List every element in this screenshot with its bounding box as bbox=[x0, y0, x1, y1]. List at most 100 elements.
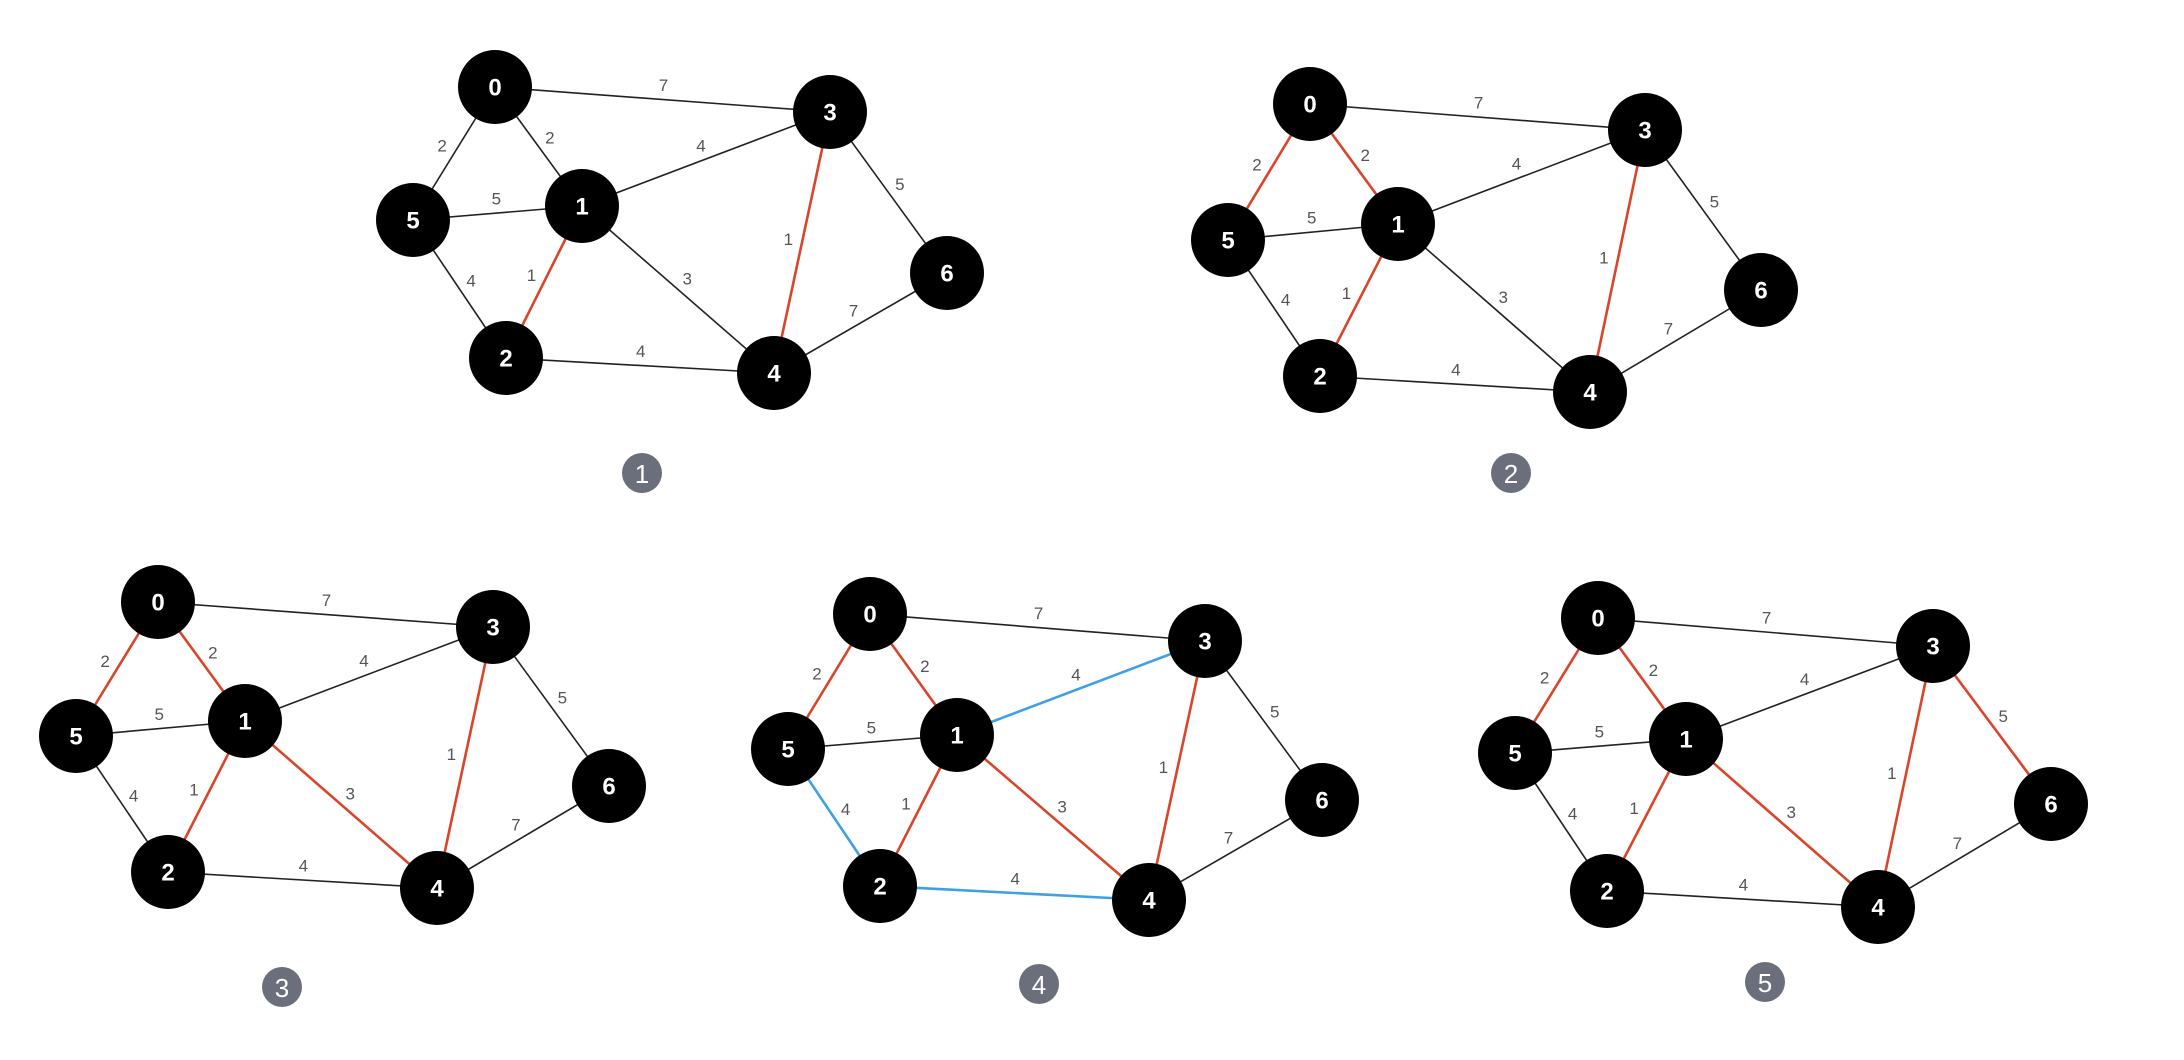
node-2: 2 bbox=[1570, 854, 1644, 928]
node-label-2: 2 bbox=[1600, 879, 1613, 906]
node-label-0: 0 bbox=[1303, 92, 1316, 119]
edge-weight-5-2: 4 bbox=[466, 272, 475, 291]
node-circle-5 bbox=[751, 712, 825, 786]
edge-weight-5-1: 5 bbox=[155, 705, 164, 724]
node-label-2: 2 bbox=[1313, 364, 1326, 391]
node-circle-2 bbox=[131, 835, 205, 909]
edge-weight-0-5: 2 bbox=[1252, 155, 1261, 174]
node-0: 0 bbox=[121, 565, 195, 639]
node-circle-3 bbox=[1608, 93, 1682, 167]
edge-3-4 bbox=[435, 626, 495, 889]
node-label-3: 3 bbox=[486, 615, 499, 642]
node-label-5: 5 bbox=[1508, 741, 1521, 768]
node-circle-2 bbox=[469, 321, 543, 395]
node-6: 6 bbox=[2014, 767, 2088, 841]
edge-weight-0-3: 7 bbox=[659, 76, 668, 95]
node-2: 2 bbox=[469, 321, 543, 395]
edge-weight-1-3: 4 bbox=[1800, 670, 1809, 689]
edge-weight-0-3: 7 bbox=[322, 591, 331, 610]
node-label-3: 3 bbox=[823, 100, 836, 127]
edge-weight-1-2: 1 bbox=[527, 266, 536, 285]
edge-weight-1-2: 1 bbox=[189, 781, 198, 800]
edge-weight-3-6: 5 bbox=[1998, 707, 2007, 726]
step-badge-circle bbox=[1491, 453, 1531, 493]
edge-2-4 bbox=[167, 871, 438, 889]
node-3: 3 bbox=[1168, 604, 1242, 678]
edge-1-3 bbox=[1397, 129, 1646, 225]
step-badge-4: 4 bbox=[1019, 964, 1059, 1004]
node-circle-3 bbox=[456, 590, 530, 664]
node-label-0: 0 bbox=[488, 75, 501, 102]
node-label-2: 2 bbox=[873, 874, 886, 901]
edge-weight-0-5: 2 bbox=[1540, 669, 1549, 688]
edge-weight-3-4: 1 bbox=[784, 230, 793, 249]
node-2: 2 bbox=[131, 835, 205, 909]
edge-weight-5-2: 4 bbox=[129, 787, 138, 806]
edge-weight-2-4: 4 bbox=[299, 857, 308, 876]
node-3: 3 bbox=[456, 590, 530, 664]
step-badge-label: 5 bbox=[1758, 968, 1772, 998]
edge-weight-1-4: 3 bbox=[1786, 803, 1795, 822]
node-circle-6 bbox=[2014, 767, 2088, 841]
edge-weight-2-4: 4 bbox=[1739, 876, 1748, 895]
node-0: 0 bbox=[458, 50, 532, 124]
node-circle-3 bbox=[793, 75, 867, 149]
node-label-5: 5 bbox=[781, 737, 794, 764]
node-5: 5 bbox=[1191, 203, 1265, 277]
node-circle-6 bbox=[1285, 763, 1359, 837]
step-badge-3: 3 bbox=[262, 967, 302, 1007]
node-circle-4 bbox=[1112, 863, 1186, 937]
step-badge-1: 1 bbox=[622, 453, 662, 493]
edge-0-3 bbox=[157, 601, 494, 628]
node-circle-1 bbox=[1361, 187, 1435, 261]
node-label-2: 2 bbox=[499, 346, 512, 373]
node-label-3: 3 bbox=[1926, 634, 1939, 661]
edge-weight-0-1: 2 bbox=[545, 129, 554, 148]
node-label-0: 0 bbox=[863, 602, 876, 629]
node-circle-0 bbox=[833, 577, 907, 651]
node-label-6: 6 bbox=[2044, 792, 2057, 819]
node-label-1: 1 bbox=[1679, 727, 1692, 754]
edge-weight-0-3: 7 bbox=[1762, 609, 1771, 628]
node-label-5: 5 bbox=[1221, 228, 1234, 255]
node-4: 4 bbox=[1553, 355, 1627, 429]
node-4: 4 bbox=[400, 851, 474, 925]
edge-weight-0-5: 2 bbox=[437, 137, 446, 156]
node-1: 1 bbox=[920, 698, 994, 772]
node-circle-2 bbox=[843, 849, 917, 923]
node-label-3: 3 bbox=[1198, 629, 1211, 656]
node-label-4: 4 bbox=[1142, 888, 1156, 915]
edge-1-4 bbox=[1397, 223, 1591, 393]
edge-weight-4-6: 7 bbox=[849, 301, 858, 320]
node-circle-3 bbox=[1896, 609, 1970, 683]
edge-weight-5-2: 4 bbox=[841, 800, 850, 819]
edge-weight-0-3: 7 bbox=[1034, 604, 1043, 623]
edge-weight-4-6: 7 bbox=[1224, 828, 1233, 847]
node-circle-3 bbox=[1168, 604, 1242, 678]
edge-1-4 bbox=[244, 720, 438, 889]
edge-3-4 bbox=[1588, 129, 1647, 393]
edge-weight-0-1: 2 bbox=[1649, 661, 1658, 680]
edge-weight-3-6: 5 bbox=[558, 689, 567, 708]
node-circle-2 bbox=[1283, 339, 1357, 413]
node-4: 4 bbox=[1112, 863, 1186, 937]
edge-weight-2-4: 4 bbox=[1010, 870, 1019, 889]
edge-weight-3-6: 5 bbox=[1710, 192, 1719, 211]
edge-weight-3-4: 1 bbox=[1887, 764, 1896, 783]
edge-1-3 bbox=[581, 111, 831, 207]
node-5: 5 bbox=[39, 699, 113, 773]
step-badge-circle bbox=[262, 967, 302, 1007]
edge-1-3 bbox=[244, 626, 494, 722]
node-3: 3 bbox=[1608, 93, 1682, 167]
edge-weight-3-4: 1 bbox=[1159, 758, 1168, 777]
edge-weight-1-4: 3 bbox=[1498, 288, 1507, 307]
node-3: 3 bbox=[793, 75, 867, 149]
edge-weight-0-1: 2 bbox=[920, 657, 929, 676]
node-circle-5 bbox=[39, 699, 113, 773]
node-label-1: 1 bbox=[238, 709, 251, 736]
node-circle-6 bbox=[1724, 253, 1798, 327]
node-0: 0 bbox=[1561, 581, 1635, 655]
